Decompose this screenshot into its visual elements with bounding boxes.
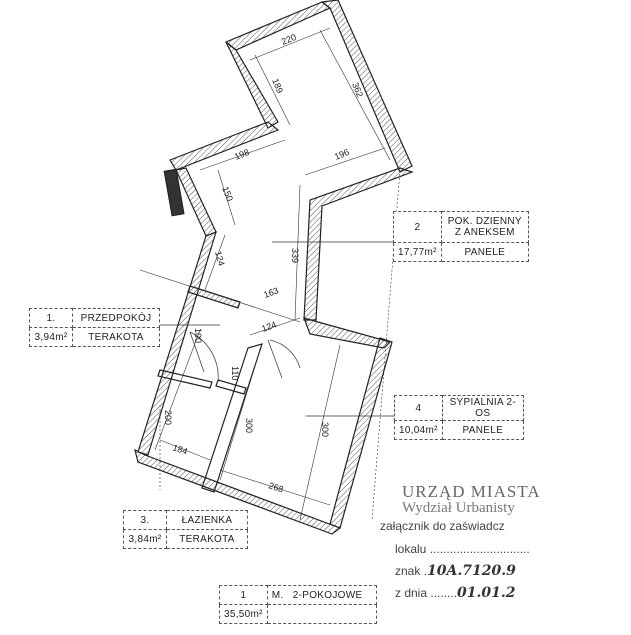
- flat-type-label: M.: [271, 589, 284, 601]
- stamp-department: Wydział Urbanisty: [402, 500, 515, 516]
- stamp-attachment: załącznik do zaświadcz: [380, 519, 505, 533]
- flat-empty: [266, 604, 377, 624]
- exterior-wall-notch: [225, 41, 279, 129]
- stamp-lokal-dots: ..............................: [429, 542, 530, 556]
- room-number: 1.: [29, 308, 73, 328]
- room-number: 2: [393, 211, 442, 243]
- door-swing-bath: [189, 331, 219, 383]
- dim-label: 124: [260, 319, 278, 334]
- stamp-lokal-label: lokalu: [395, 542, 427, 556]
- dim-label: 124: [213, 250, 227, 267]
- dim-label: 100: [193, 328, 203, 343]
- interior-wall-hall: [187, 285, 241, 309]
- exterior-wall-bottom: [134, 448, 342, 535]
- room-name: POK. DZIENNY Z ANEKSEM: [440, 211, 529, 243]
- flat-type: M. 2-POKOJOWE: [266, 585, 377, 605]
- flat-number: 1: [219, 585, 268, 605]
- stamp-znak-label: znak: [395, 564, 421, 578]
- room-floor: PANELE: [441, 420, 524, 440]
- stamp-znak-value: 10A.7120.9: [427, 563, 516, 579]
- interior-wall-corridor: [201, 343, 263, 493]
- walls: [134, 0, 414, 535]
- room-number: 3.: [123, 510, 167, 530]
- exterior-wall-bedroom: [329, 337, 393, 529]
- stamp-office: URZĄD MIASTA: [402, 482, 541, 501]
- flat-area: 35,50m²: [219, 604, 268, 624]
- flat-rooms: 2-POKOJOWE: [292, 589, 363, 601]
- dim-label: 200: [163, 410, 173, 425]
- interior-wall-hall-small: [215, 379, 247, 395]
- room-name: SYPIALNIA 2-OS: [441, 395, 524, 421]
- room-area: 10,04m²: [394, 420, 443, 440]
- dim-label: 300: [244, 418, 254, 433]
- stamp-lokal-row: lokalu ..............................: [380, 542, 631, 556]
- dim-label: 184: [171, 442, 188, 456]
- exterior-wall-right: [320, 0, 413, 173]
- dim-label: 150: [220, 185, 235, 203]
- dim-label: 300: [320, 422, 330, 437]
- dim-label: 220: [280, 32, 298, 47]
- dim-label: 110: [230, 366, 240, 380]
- stamp-date-value: 01.01.2: [457, 585, 516, 601]
- interior-wall-bath: [157, 369, 213, 389]
- room-floor: PANELE: [440, 242, 529, 262]
- dim-label: 268: [267, 480, 284, 494]
- dim-label: 196: [333, 147, 351, 162]
- dim-label: 198: [233, 147, 251, 162]
- stamp-date-row: z dnia ........01.01.2: [395, 585, 516, 601]
- dim-label: 189: [270, 77, 285, 95]
- official-stamp: URZĄD MIASTA Wydział Urbanisty załącznik…: [380, 482, 631, 601]
- leader-lines: [152, 241, 398, 417]
- room-name: ŁAZIENKA: [166, 510, 248, 530]
- interior-wall-living: [303, 167, 414, 321]
- room-area: 3,94m²: [29, 327, 73, 347]
- interior-wall-bedroom-top: [303, 317, 392, 349]
- room-floor: TERAKOTA: [166, 529, 248, 549]
- dim-label: 163: [262, 285, 280, 300]
- exterior-wall-top: [224, 1, 332, 51]
- room-floor: TERAKOTA: [72, 327, 160, 347]
- stamp-znak-row: znak .10A.7120.9: [395, 563, 516, 579]
- stamp-date-label: z dnia: [395, 586, 428, 600]
- dimension-labels: 220 189 362 196 198 150 124 339 163 124 …: [163, 32, 365, 495]
- door-swing-bedroom: [267, 339, 301, 379]
- exterior-wall-notch-bottom: [169, 121, 280, 171]
- room-area: 17,77m²: [393, 242, 442, 262]
- dim-label: 339: [290, 248, 300, 263]
- room-number: 4: [394, 395, 443, 421]
- room-area: 3,84m²: [123, 529, 167, 549]
- dimension-lines: [139, 27, 401, 521]
- room-name: PRZEDPOKÓJ: [72, 308, 160, 328]
- doors: [189, 331, 301, 383]
- balcony-window: [163, 168, 185, 217]
